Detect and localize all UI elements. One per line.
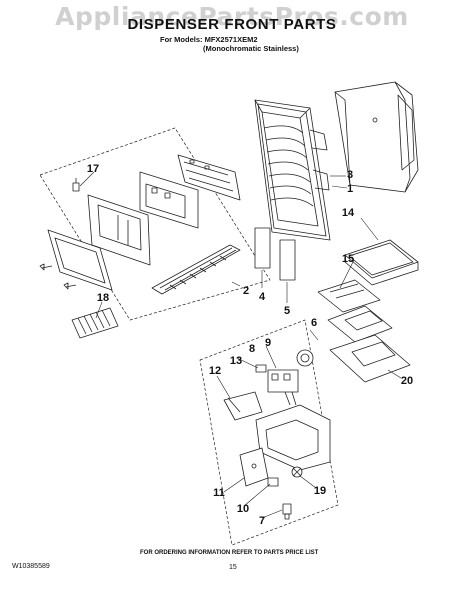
callout-1: 1 <box>346 183 354 195</box>
callout-17: 17 <box>86 163 100 175</box>
tray-grille-part <box>327 305 393 343</box>
switch-assembly-part <box>267 369 299 393</box>
page-title: DISPENSER FRONT PARTS <box>127 16 337 33</box>
doc-number: W10385589 <box>12 563 50 570</box>
spring-part-19 <box>291 466 303 478</box>
leader-lines <box>79 171 402 519</box>
dispenser-assembly-boundary <box>199 319 339 546</box>
small-switch-part-13 <box>255 364 267 373</box>
callout-3: 3 <box>346 169 354 181</box>
callout-6: 6 <box>310 317 318 329</box>
fitting-part-7 <box>282 503 292 520</box>
callout-14: 14 <box>341 207 355 219</box>
callout-20: 20 <box>400 375 414 387</box>
actuator-part-10 <box>267 477 279 487</box>
callout-4: 4 <box>258 291 266 303</box>
callout-9: 9 <box>264 337 272 349</box>
callout-19: 19 <box>313 485 327 497</box>
grille-part <box>71 307 119 339</box>
light-diffuser-part <box>151 244 241 295</box>
bottom-tray-part <box>329 334 411 383</box>
ordering-info: FOR ORDERING INFORMATION REFER TO PARTS … <box>140 550 319 556</box>
ice-door-part <box>223 391 263 421</box>
finish-line: (Monochromatic Stainless) <box>203 44 299 53</box>
callout-8: 8 <box>248 343 256 355</box>
motor-part-9 <box>296 349 314 367</box>
display-frame-part <box>87 194 151 266</box>
control-board-part <box>177 154 241 201</box>
control-panel-cover-part <box>47 229 113 291</box>
watermark: AppliancePartsPros.com <box>55 2 409 31</box>
callout-7: 7 <box>258 515 266 527</box>
callout-15: 15 <box>341 253 355 265</box>
small-spring-part <box>72 178 80 192</box>
callout-13: 13 <box>229 355 243 367</box>
control-assembly-boundary <box>39 127 271 321</box>
callout-18: 18 <box>96 292 110 304</box>
pad-part-4 <box>254 227 271 269</box>
page-number: 15 <box>229 564 237 571</box>
callout-10: 10 <box>236 503 250 515</box>
pad-part-5 <box>279 239 296 281</box>
callout-12: 12 <box>208 365 222 377</box>
callout-5: 5 <box>283 305 291 317</box>
callout-2: 2 <box>242 285 250 297</box>
dispenser-housing-lower-part <box>255 391 331 471</box>
back-cover-part <box>334 81 419 193</box>
tray-insert-part <box>317 279 381 313</box>
models-line: For Models: MFX2571XEM2 <box>160 35 258 44</box>
callout-11: 11 <box>213 487 225 499</box>
dispenser-housing-part <box>254 99 331 241</box>
drip-tray-part <box>344 239 419 286</box>
lcd-board-part <box>139 171 199 229</box>
screw-parts <box>39 263 77 290</box>
